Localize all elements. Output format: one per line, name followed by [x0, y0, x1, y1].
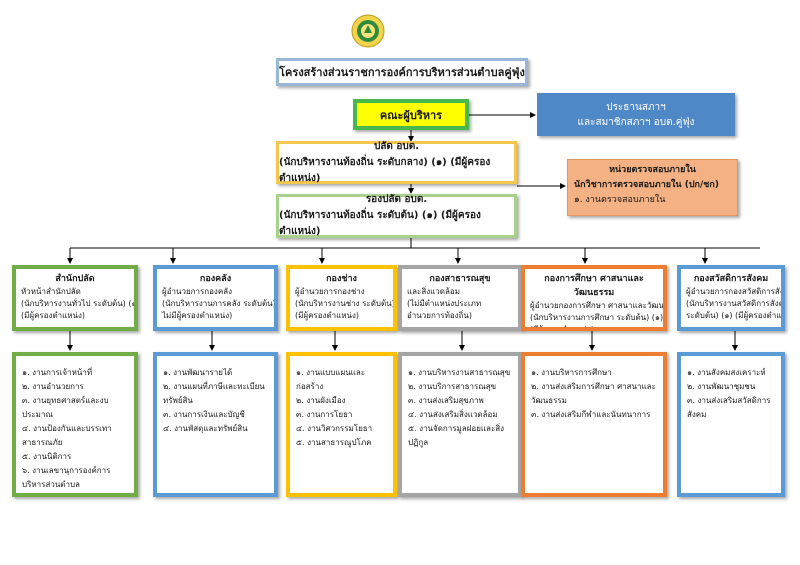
council-box: ประธานสภาฯ และสมาชิกสภาฯ อบต.คู่ฟุ่ง	[537, 93, 735, 136]
department-detail-line: (มีผู้ครองตำแหน่ง)	[21, 311, 86, 320]
palad-subtitle: (นักบริหารงานท้องถิ่น ระดับกลาง) (๑) (มี…	[279, 156, 491, 184]
department-detail-line: และสิ่งแวดล้อม	[407, 287, 460, 296]
department-detail-line: (นักบริหารงานการศึกษา ระดับต้น) (๑)	[530, 313, 664, 322]
task-list-box: ๑. งานสังคมสงเคราะห์๒. งานพัฒนาชุมชน๓. ง…	[677, 352, 785, 497]
department-name: สำนักปลัด	[55, 274, 95, 284]
department-detail-line: (ไม่มีตำแหน่งประเภท	[407, 299, 482, 308]
task-item: ๑. งานบริหารงานสาธารณสุข	[408, 368, 511, 377]
department-detail-line: (นักบริหารงานสวัสดิการสังคม	[686, 299, 785, 308]
council-title: ประธานสภาฯ	[606, 101, 666, 113]
department-detail-line: (นักบริหารงานทั่วไป ระดับต้น) (๑)	[21, 299, 138, 308]
task-list-box: ๑. งานบริหารงานสาธารณสุข๒. งานบริการสาธา…	[398, 352, 522, 497]
task-item: ๑. งานบริหารการศึกษา	[531, 368, 612, 377]
task-item: ๓. งานส่งเสริมกีฬาและนันทนาการ	[531, 410, 651, 419]
task-item: ๕. งานสาธารณูปโภค	[296, 438, 372, 447]
task-item: ๓. งานการเงินและบัญชี	[163, 410, 245, 419]
task-item: ๔. งานพัสดุและทรัพย์สิน	[163, 424, 248, 433]
audit-task: ๑. งานตรวจสอบภายใน	[574, 195, 666, 205]
department-name: กองสวัสดิการสังคม	[693, 274, 769, 284]
task-item: ๒. งานอำนวยการ	[22, 382, 84, 391]
department-box: สำนักปลัดหัวหน้าสำนักปลัด (นักบริหารงานทั…	[12, 265, 138, 331]
task-item: ๑. งานแบบแผนและก่อสร้าง	[296, 368, 366, 391]
task-item: ๑. งานสังคมสงเคราะห์	[687, 368, 766, 377]
department-box: กองการศึกษา ศาสนาและวัฒนธรรมผู้อำนวยกองก…	[521, 265, 667, 331]
palad-title: ปลัด อบต.	[373, 140, 420, 152]
department-detail-line: ผู้อำนวยการกองช่าง	[295, 287, 365, 296]
department-detail-line: ผู้อำนวยการกองคลัง	[162, 287, 232, 296]
audit-title: หน่วยตรวจสอบภายใน	[609, 165, 696, 175]
department-detail-line: (มีผู้ครองตำแหน่ง)	[530, 325, 595, 331]
department-box: กองสาธารณสุขและสิ่งแวดล้อม (ไม่มีตำแหน่งป…	[398, 265, 522, 331]
task-item: ๕. งานนิติการ	[22, 452, 72, 461]
task-item: ๒. งานผังเมือง	[296, 396, 346, 405]
task-item: ๑. งานพัฒนารายได้	[163, 368, 233, 377]
task-item: ๔. งานป้องกันและบรรเทาสาธารณภัย	[22, 424, 112, 447]
seal-emblem-icon	[351, 14, 385, 48]
department-name: กองคลัง	[199, 274, 232, 284]
task-item: ๔. งานส่งเสริมสิ่งแวดล้อม	[408, 410, 498, 419]
deputy-subtitle: (นักบริหารงานท้องถิ่น ระดับต้น) (๑) (มีผ…	[279, 210, 481, 237]
task-item: ๓. งานการโยธา	[296, 410, 353, 419]
task-item: ๖. งานเลขานุการองค์การบริหารส่วนตำบล	[22, 466, 111, 489]
department-detail-line: (มีผู้ครองตำแหน่ง)	[295, 311, 360, 320]
department-name: กองช่าง	[326, 274, 357, 284]
task-item: ๓. งานส่งเสริมสุขภาพ	[408, 396, 484, 405]
council-subtitle: และสมาชิกสภาฯ อบต.คู่ฟุ่ง	[577, 116, 695, 128]
department-detail-line: (นักบริหารงานการคลัง ระดับต้น) (๑)	[162, 299, 278, 308]
task-item: ๓. งานยุทธศาสตร์และงบประมาณ	[22, 396, 109, 419]
task-item: ๒. งานแผนที่ภาษีและทะเบียนทรัพย์สิน	[163, 382, 265, 405]
task-item: ๒. งานพัฒนาชุมชน	[687, 382, 756, 391]
task-list-box: ๑. งานแบบแผนและก่อสร้าง๒. งานผังเมือง๓. …	[286, 352, 397, 497]
task-item: ๕. งานจัดการมูลฝอยและสิ่งปฏิกูล	[408, 424, 505, 447]
palad-box: ปลัด อบต. (นักบริหารงานท้องถิ่น ระดับกลา…	[276, 141, 517, 184]
department-detail-line: ผู้อำนวยการกองสวัสดิการสังคม	[686, 287, 785, 296]
task-list-box: ๑. งานบริหารการศึกษา๒. งานส่งเสริมการศึก…	[521, 352, 667, 497]
task-item: ๔. งานวิศวกรรมโยธา	[296, 424, 373, 433]
department-box: กองสวัสดิการสังคมผู้อำนวยการกองสวัสดิการ…	[677, 265, 785, 331]
audit-position: นักวิชาการตรวจสอบภายใน (ปก/ชก)	[574, 180, 719, 190]
task-list-box: ๑. งานการเจ้าหน้าที่๒. งานอำนวยการ๓. งาน…	[12, 352, 138, 497]
task-item: ๒. งานบริการสาธารณสุข	[408, 382, 497, 391]
department-detail-line: ระดับต้น) (๑) (มีผู้ครองตำแหน่ง)	[686, 311, 782, 320]
executive-board-box: คณะผู้บริหาร	[353, 99, 469, 130]
task-list-box: ๑. งานพัฒนารายได้๒. งานแผนที่ภาษีและทะเบ…	[153, 352, 278, 497]
department-name: กองการศึกษา ศาสนาและวัฒนธรรม	[544, 274, 644, 298]
task-item: ๒. งานส่งเสริมการศึกษา ศาสนาและวัฒนธรรม	[531, 382, 656, 405]
deputy-title: รองปลัด อบต.	[365, 194, 428, 205]
task-item: ๑. งานการเจ้าหน้าที่	[22, 368, 93, 377]
department-detail-line: อำนวยการท้องถิ่น)	[407, 311, 472, 320]
page-title: โครงสร้างส่วนราชการองค์การบริหารส่วนตำบล…	[276, 58, 528, 86]
deputy-box: รองปลัด อบต. (นักบริหารงานท้องถิ่น ระดับ…	[276, 194, 517, 238]
department-box: กองช่างผู้อำนวยการกองช่าง (นักบริหารงานช่…	[286, 265, 397, 331]
task-item: ๓. งานส่งเสริมสวัสดิการสังคม	[687, 396, 771, 419]
department-detail-line: (นักบริหารงานช่าง ระดับต้น)(๑)	[295, 299, 397, 308]
department-detail-line: หัวหน้าสำนักปลัด	[21, 287, 81, 296]
department-detail-line: ผู้อำนวยกองการศึกษา ศาสนาและวัฒนธรรม	[530, 301, 665, 310]
internal-audit-box: หน่วยตรวจสอบภายใน นักวิชาการตรวจสอบภายใน…	[567, 159, 738, 216]
department-box: กองคลังผู้อำนวยการกองคลัง (นักบริหารงานกา…	[153, 265, 278, 331]
task-item: ๗. งานส่งเสริมการเกษตร	[22, 492, 128, 493]
department-detail-line: ไม่มีผู้ครองตำแหน่ง)	[162, 311, 233, 320]
department-name: กองสาธารณสุข	[429, 274, 491, 284]
